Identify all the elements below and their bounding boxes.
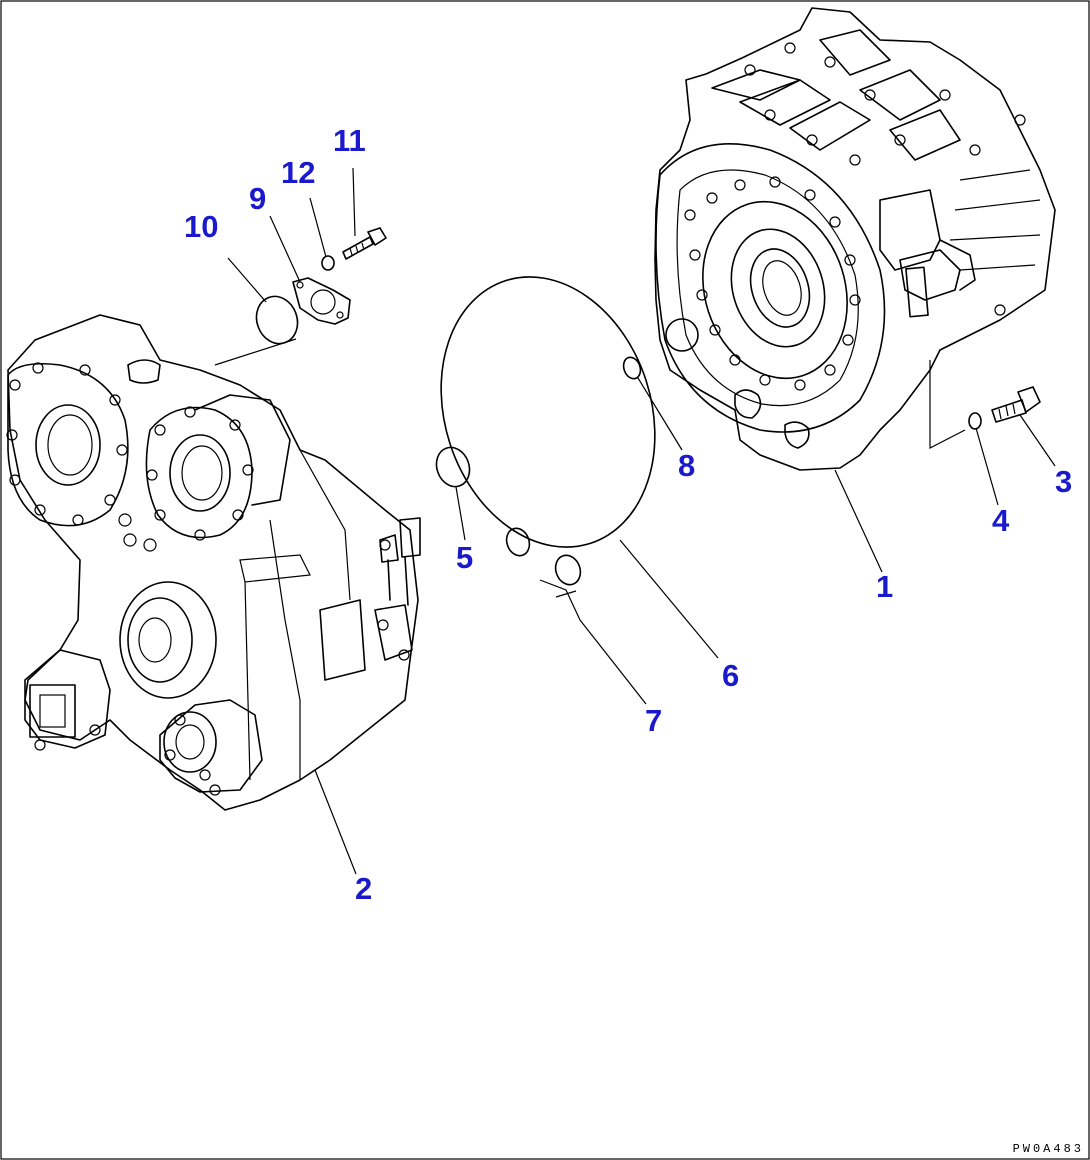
callout-1: 1 (876, 569, 894, 604)
leader-6 (619, 539, 719, 659)
leader-8 (637, 377, 683, 451)
callout-12: 12 (281, 155, 316, 190)
callout-9: 9 (249, 181, 267, 216)
leader-7 (579, 619, 647, 705)
part-12-washer (321, 255, 335, 271)
leader-4 (975, 427, 999, 506)
leader-3 (1019, 414, 1056, 467)
part-4-washer (968, 412, 982, 430)
callout-10: 10 (184, 209, 219, 244)
callout-7: 7 (645, 703, 663, 738)
part-9-gasket-plate (292, 277, 351, 325)
leader-10-to-case (214, 338, 297, 366)
part-11-bolt (342, 227, 387, 260)
leader-9 (269, 215, 301, 283)
leader-10 (227, 257, 267, 303)
callout-2: 2 (355, 871, 373, 906)
callout-4: 4 (992, 503, 1010, 538)
callout-3: 3 (1055, 464, 1073, 499)
callout-6: 6 (722, 658, 740, 693)
callout-5: 5 (456, 540, 474, 575)
leader-1 (834, 469, 883, 573)
part-2-transfer-case (6, 314, 421, 811)
leader-5 (455, 486, 466, 541)
part-3-bolt (991, 386, 1041, 423)
leader-3-4-bracket (929, 360, 966, 449)
leader-11 (352, 167, 356, 237)
callout-11: 11 (333, 123, 366, 158)
figure-code: PW0A483 (1012, 1142, 1084, 1156)
leader-12 (309, 197, 327, 258)
leader-lines (214, 167, 1056, 875)
part-10-cover-disc (255, 295, 299, 345)
part-8-small-o-ring (622, 356, 642, 380)
callout-8: 8 (678, 448, 696, 483)
leader-2 (314, 769, 357, 875)
part-5-o-ring (435, 446, 471, 488)
part-1-transmission-housing (654, 7, 1056, 471)
part-6-gasket-ring (440, 276, 656, 548)
part-7-o-rings (505, 527, 582, 621)
